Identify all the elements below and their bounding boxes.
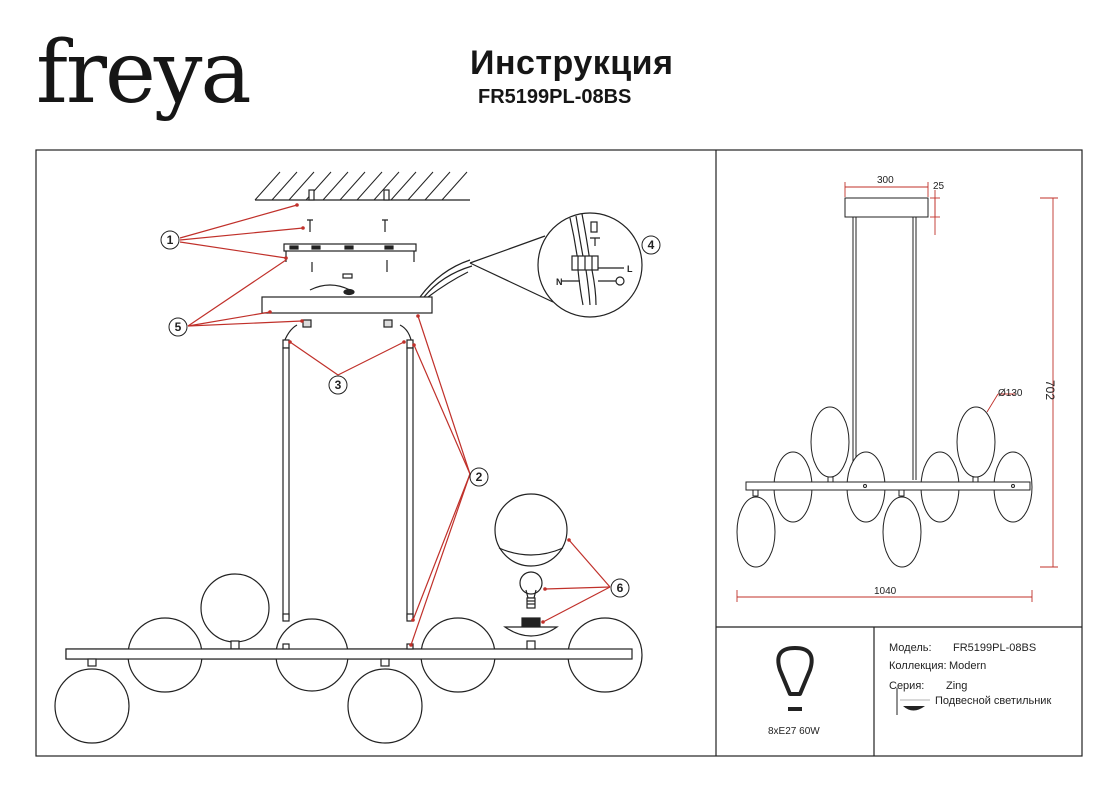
model-number: FR5199PL-08BS	[478, 86, 632, 108]
callout-leaders	[179, 204, 611, 646]
svg-text:2: 2	[476, 470, 483, 484]
callout-6: 6	[610, 578, 630, 598]
bulb-icon	[776, 646, 814, 711]
height-label: 702	[1043, 380, 1057, 400]
series-value: Zing	[946, 680, 968, 692]
callout-1: 1	[160, 230, 180, 250]
callout-4: 4	[641, 235, 661, 255]
mounting-bracket	[283, 243, 417, 262]
pendant-type-icon	[896, 688, 930, 715]
bulb-spec: 8xE27 60W	[768, 726, 820, 737]
assembly-drawing	[54, 171, 643, 744]
callout-markers: 1 5 3 2 6 4	[160, 230, 661, 598]
ground-wire	[309, 284, 351, 291]
lamp-type: Подвесной светильник	[935, 695, 1052, 707]
dimension-labels: 300 25 Ø130 1040 702	[874, 175, 1057, 597]
series-label: Серия:	[889, 680, 925, 692]
collection-value: Modern	[949, 660, 987, 672]
terminal-block	[342, 273, 353, 279]
canopy-height-label: 25	[933, 181, 945, 192]
dimension-drawing	[736, 197, 1033, 568]
brand-logo: freya	[36, 23, 252, 123]
svg-text:3: 3	[335, 378, 342, 392]
screws	[307, 219, 388, 272]
ceiling	[254, 171, 470, 201]
neutral-label: N	[556, 277, 563, 287]
globe-diameter-label: Ø130	[998, 388, 1023, 399]
arrowheads	[268, 203, 571, 647]
globe-detail	[494, 493, 568, 567]
callout-2: 2	[469, 467, 489, 487]
suspension-rods	[282, 319, 414, 622]
dimension-lines	[736, 182, 1058, 602]
svg-text:1: 1	[167, 233, 174, 247]
model-value: FR5199PL-08BS	[953, 642, 1037, 654]
canopy-width-label: 300	[877, 175, 894, 186]
bulb-detail	[519, 571, 543, 609]
callout-3: 3	[328, 375, 348, 395]
canopy	[261, 296, 433, 314]
model-label: Модель:	[889, 642, 932, 654]
wiring-detail	[469, 212, 643, 318]
page-title: Инструкция	[470, 44, 674, 82]
collection-label: Коллекция:	[889, 660, 947, 672]
frame	[35, 149, 1083, 757]
lamp-body	[54, 573, 643, 744]
width-label: 1040	[874, 586, 897, 597]
callout-5: 5	[168, 317, 188, 337]
svg-text:4: 4	[648, 238, 655, 252]
svg-text:6: 6	[617, 581, 624, 595]
svg-text:5: 5	[175, 320, 182, 334]
holder-detail	[503, 617, 559, 650]
supply-wires	[419, 259, 473, 298]
live-label: L	[627, 264, 633, 274]
